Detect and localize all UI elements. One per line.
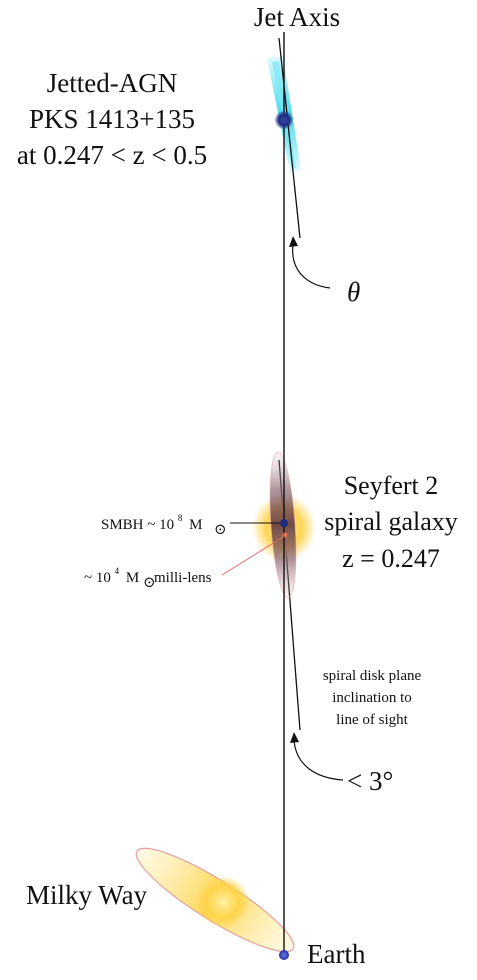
- seyfert-label-line1: Seyfert 2: [344, 471, 439, 500]
- theta-label: θ: [347, 277, 360, 307]
- jet-axis-line: [278, 37, 301, 239]
- agn-core: [275, 111, 293, 129]
- milky-way-galaxy: [135, 847, 295, 953]
- disk-label-line1: spiral disk plane: [323, 668, 422, 684]
- milky-way-bulge: [196, 876, 250, 928]
- seyfert-label-line2: spiral galaxy: [324, 507, 458, 536]
- smbh-label-unit: M: [189, 517, 202, 533]
- disk-label-line3: line of sight: [336, 712, 408, 728]
- millilens-label: ~ 10 4 M: [84, 562, 139, 586]
- smbh-marker: [280, 519, 288, 527]
- disk-label-line2: inclination to: [332, 690, 412, 706]
- millilens-label-prefix: ~ 10: [84, 570, 111, 586]
- millilens-leader: [221, 536, 284, 576]
- smbh-label-exponent: 8: [178, 513, 183, 523]
- agn-label-line2: PKS 1413+135: [29, 104, 195, 134]
- smbh-label: SMBH ~ 10 8 M: [101, 509, 202, 533]
- inclination-arrow: [290, 732, 344, 781]
- galaxy-disk-rim: [269, 451, 297, 599]
- smbh-sun-symbol: ⊙: [214, 522, 227, 538]
- millilens-suffix: milli-lens: [154, 570, 212, 586]
- inclination-label: < 3°: [347, 766, 393, 796]
- agn-label-line3: at 0.247 < z < 0.5: [17, 140, 207, 170]
- millilens-label-exponent: 4: [115, 566, 120, 576]
- milky-way-label: Milky Way: [26, 880, 148, 910]
- earth-label: Earth: [307, 939, 366, 969]
- earth-marker: [279, 950, 289, 960]
- millilens-label-unit: M: [126, 570, 139, 586]
- millilens-marker: [282, 532, 288, 538]
- theta-arrow: [289, 236, 331, 289]
- agn-label-line1: Jetted-AGN: [47, 68, 177, 98]
- smbh-label-prefix: SMBH ~ 10: [101, 517, 174, 533]
- seyfert-label-line3: z = 0.247: [342, 544, 440, 573]
- millilens-sun-symbol: ⊙: [143, 575, 156, 591]
- jet-axis-label: Jet Axis: [254, 2, 340, 32]
